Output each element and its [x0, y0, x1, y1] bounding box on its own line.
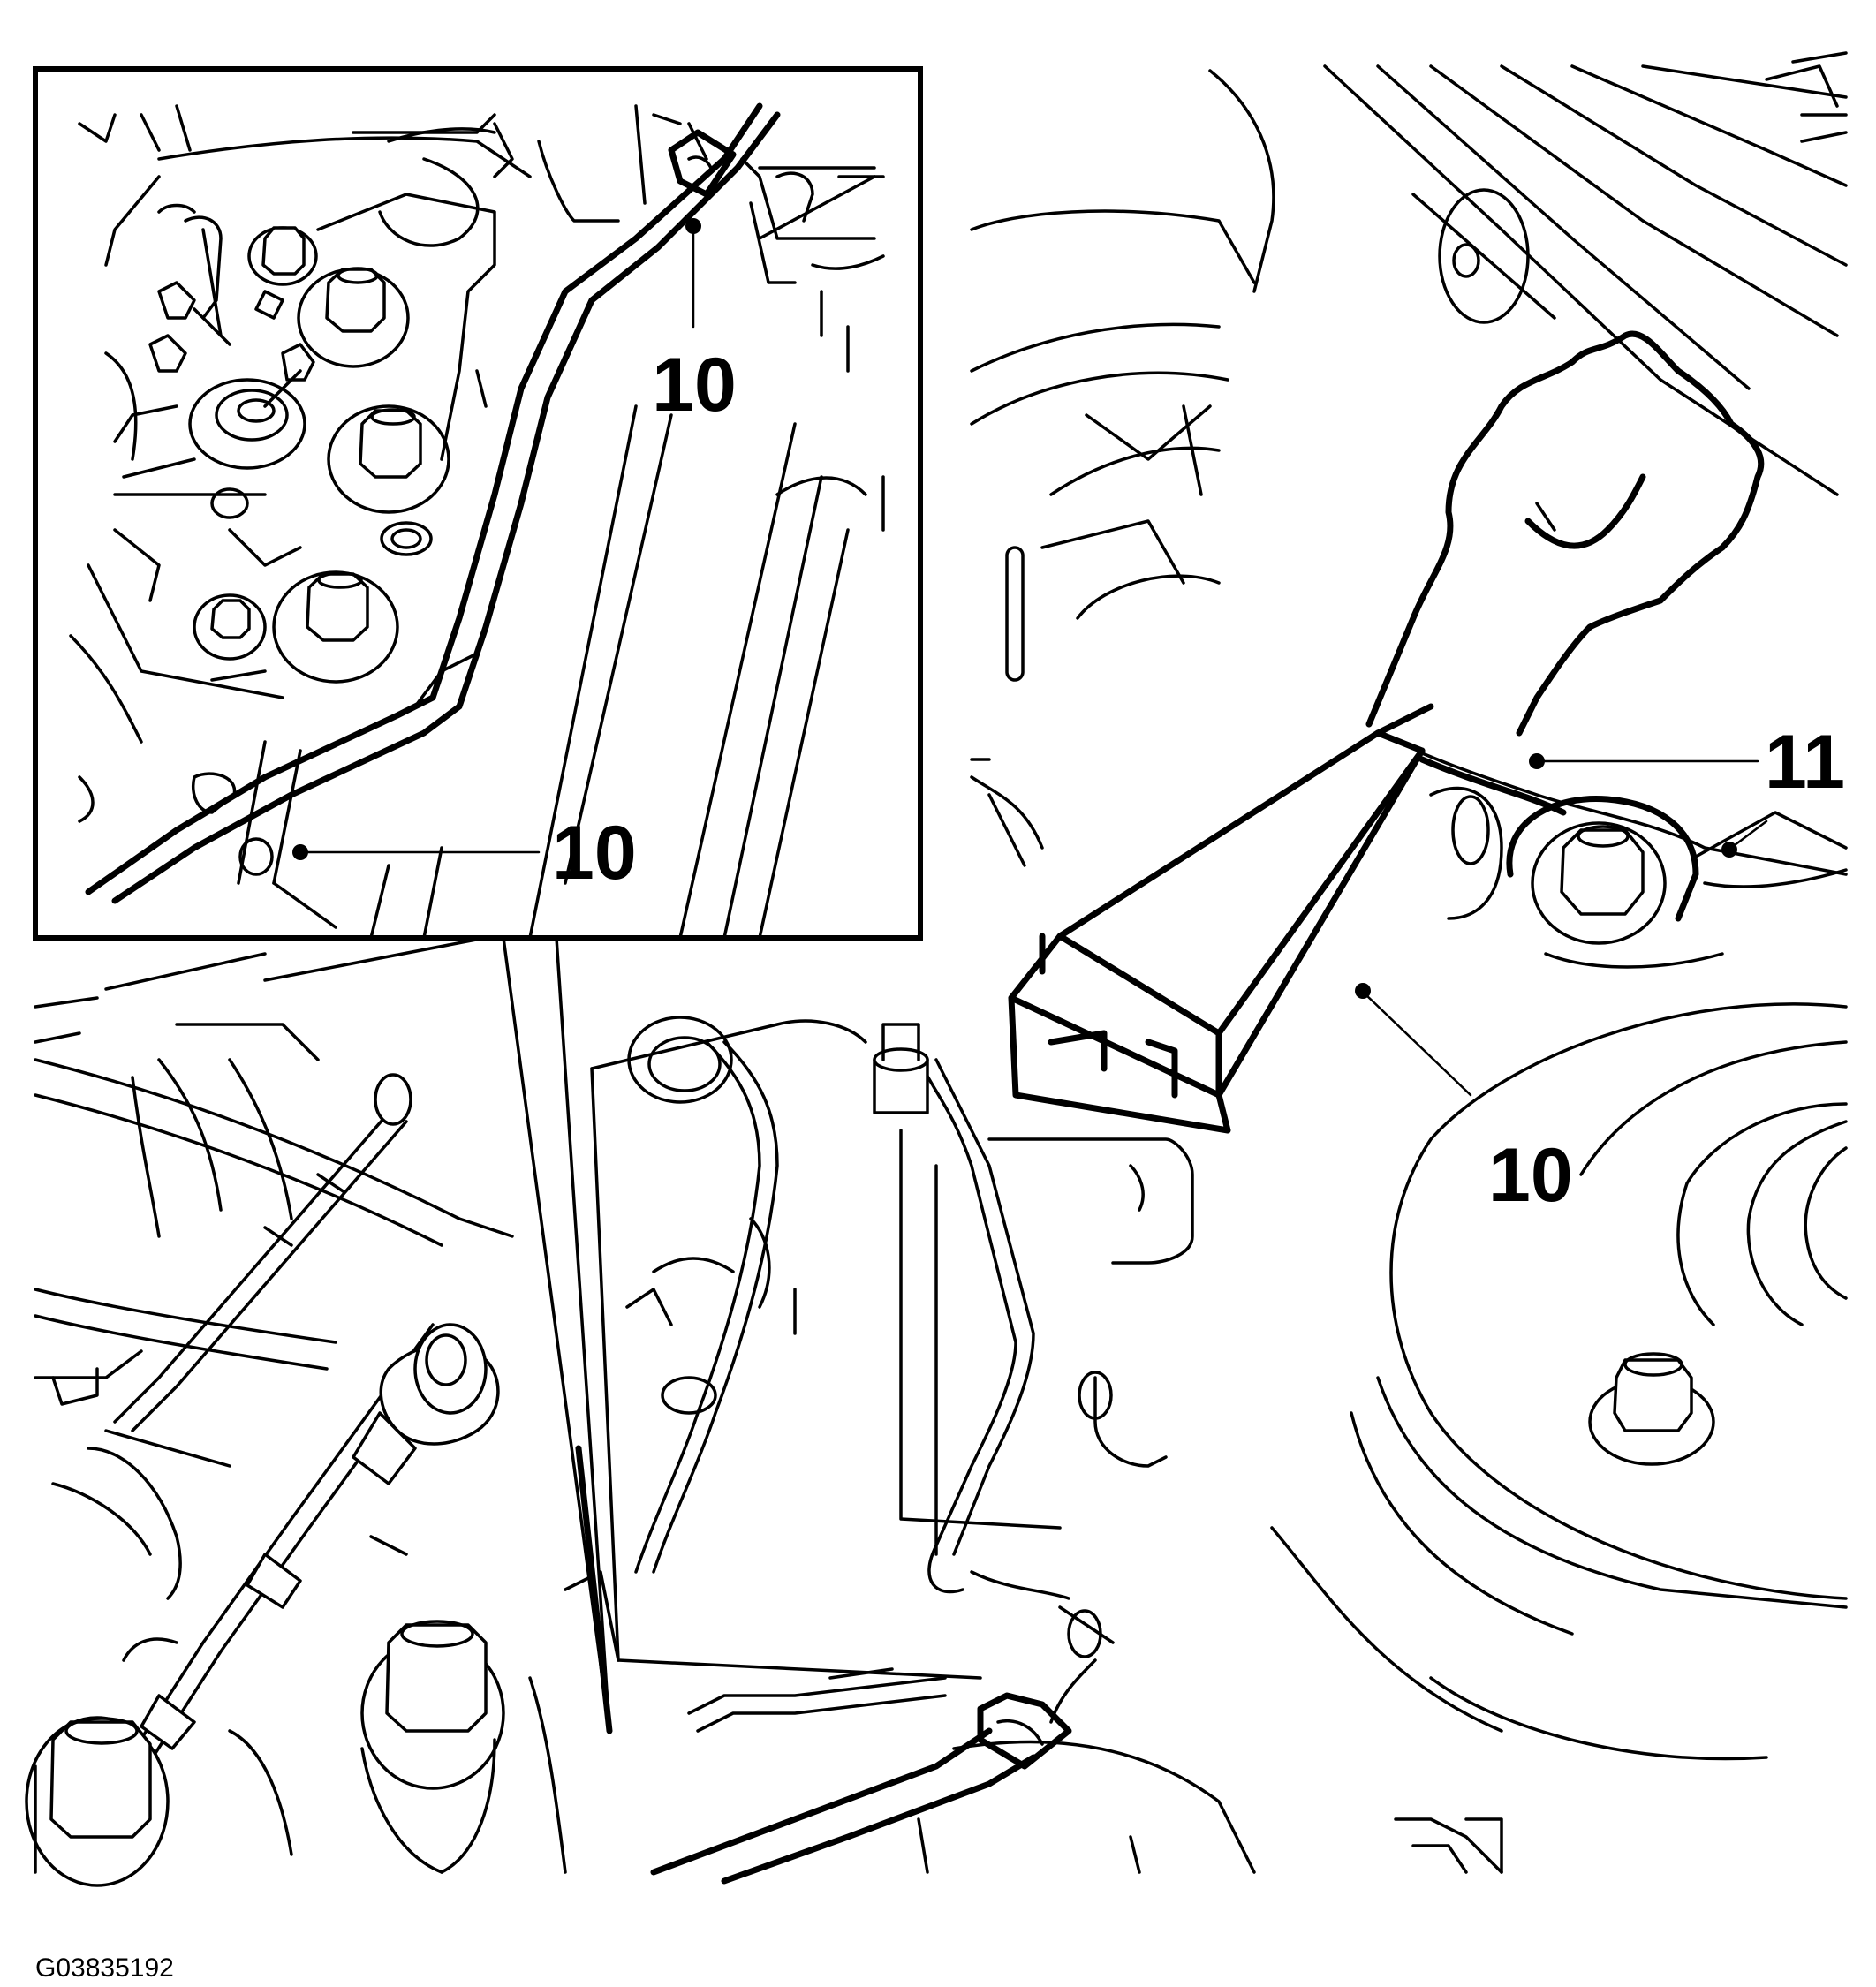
pipe-lines — [634, 1023, 1097, 1733]
inset-bolts — [193, 226, 450, 684]
modulator-block — [590, 1016, 1194, 1680]
mount-bracket — [1376, 731, 1848, 969]
callout-inset-lower: 10 — [552, 811, 637, 895]
callout-inset-upper: 10 — [652, 343, 737, 427]
inset-leaders — [292, 218, 701, 860]
engine-upper-shapes — [970, 209, 1256, 867]
inset-drawing — [69, 102, 885, 940]
body-panel-lines — [1208, 51, 1848, 496]
figure-id-label: G03835192 — [35, 1953, 174, 1983]
inset-pointer — [502, 936, 613, 1734]
left-components — [25, 934, 620, 1887]
round-housing — [1270, 1002, 1848, 1761]
callout-main-bracket: 11 — [1765, 720, 1845, 805]
main-scene — [25, 51, 1848, 1887]
bottom-details — [917, 1740, 1503, 1874]
detail-inset — [33, 66, 923, 941]
connector-and-hand — [1008, 330, 1765, 1134]
main-leaders — [1355, 753, 1768, 1097]
callout-main-connector: 10 — [1488, 1133, 1573, 1218]
